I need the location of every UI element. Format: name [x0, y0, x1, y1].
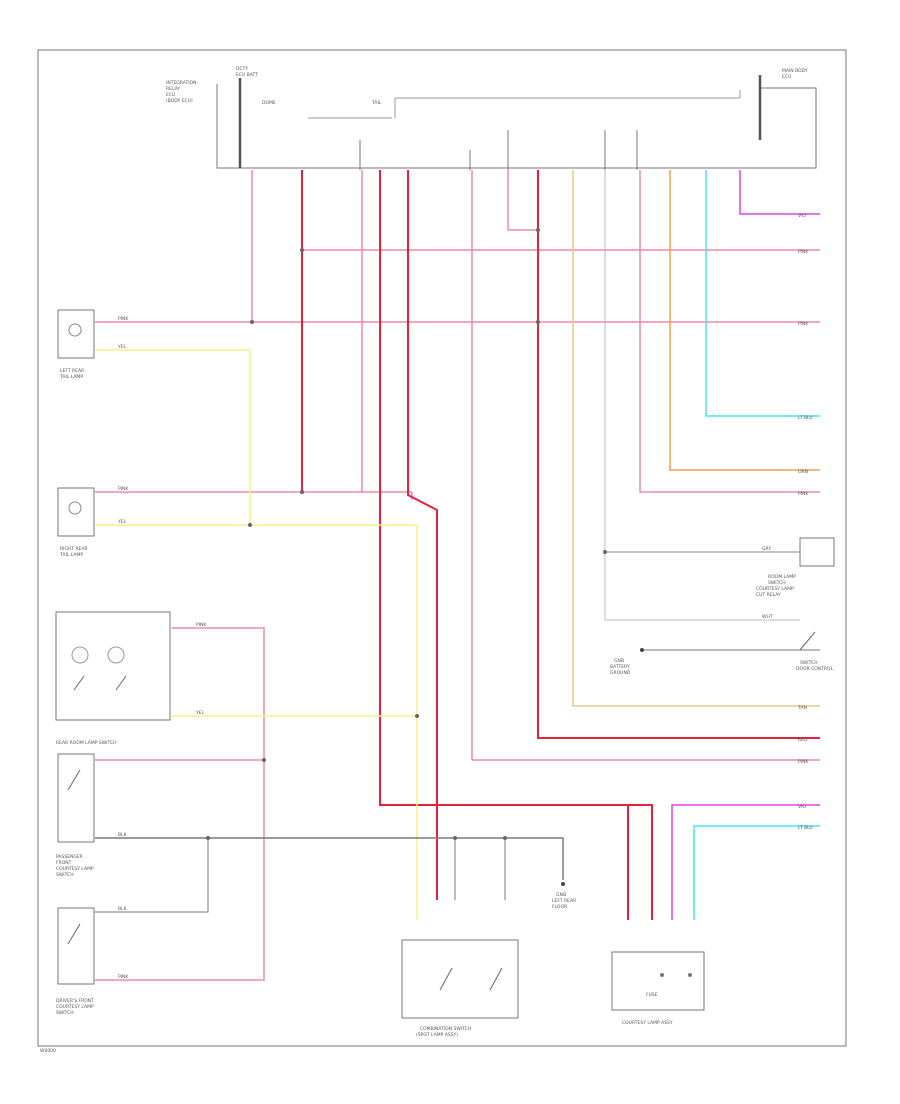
tag-yel-rrl: YEL [117, 519, 127, 525]
tag-gry: GRY [762, 546, 771, 552]
ground-bottom-line2: LEFT REAR [552, 898, 576, 904]
right-switch: SWITCH DOOR CONTROL [640, 631, 834, 672]
magenta-wire-bottom [671, 804, 820, 920]
tag-orn: ORN [798, 469, 808, 475]
courtesy-lamp-assy: FUSE COURTESY LAMP ASSY [611, 951, 705, 1026]
diagram-code: W0000 [40, 1048, 56, 1054]
tag-pink-rrl: PINK [118, 486, 129, 492]
right-switch-line2: DOOR CONTROL [796, 666, 834, 672]
top-ecu-block: INTEGRATION RELAY ECU (BODY ECU) MAIN BO… [166, 66, 817, 169]
tag-ltblu: LT BLU [798, 415, 813, 421]
passenger-switch-line1: PASSENGER [56, 854, 83, 860]
tag-ltblu-2: LT BLU [798, 825, 813, 831]
magenta-wire-top [739, 170, 820, 215]
orange-wire [669, 170, 820, 471]
diagram-frame [37, 49, 847, 1047]
ground-left-line1: GND [614, 658, 625, 664]
ground-bottom: GND LEFT REAR FLOOR [552, 882, 576, 910]
pink-wires [95, 170, 820, 981]
tag-pink-3: PINK [798, 491, 809, 497]
courtesy-lamp-fuse: FUSE [646, 992, 658, 998]
wire-tags: VIO PINK PINK LT BLU ORN PINK TAN RED PI… [117, 213, 813, 980]
right-relay-line4: CUT RELAY [756, 592, 781, 598]
tag-pink-2: PINK [798, 321, 809, 327]
red-wires [301, 170, 820, 920]
ecu-pins [359, 130, 638, 170]
splice-points [206, 228, 607, 840]
top-block-right-line1: MAIN BODY [782, 68, 808, 74]
top-block-left-line1: INTEGRATION [166, 80, 196, 86]
gray-ground-wire [95, 837, 564, 880]
tag-wht: WHT [762, 614, 773, 620]
driver-switch-line3: SWITCH [56, 1010, 74, 1016]
tag-tan: TAN [797, 705, 807, 711]
combination-switch: COMBINATION SWITCH (SPOT LAMP ASSY) [401, 939, 519, 1038]
passenger-switch-line2: FRONT [56, 860, 72, 866]
passenger-switch-line3: COURTESY LAMP [56, 866, 94, 872]
tag-pink-drv: PINK [118, 974, 129, 980]
driver-switch-line2: COURTESY LAMP [56, 1004, 94, 1010]
left-rear-lamp-line1: LEFT REAR [60, 368, 84, 374]
top-label-tail: TAIL [371, 100, 382, 106]
rear-room-lamp: REAR ROOM LAMP SWITCH [55, 611, 171, 746]
tag-vio-2: VIO [798, 804, 806, 810]
tag-blk-2: BLK [118, 906, 128, 912]
top-label-dcty: DCTY [236, 66, 248, 72]
tan-wire [572, 170, 820, 707]
right-relay: ROOM LAMP SWITCH COURTESY LAMP CUT RELAY [756, 537, 835, 598]
ground-bottom-line3: FLOOR [552, 904, 567, 910]
tag-pink-4: PINK [798, 759, 809, 765]
top-block-left-line3: ECU [166, 92, 175, 98]
combination-switch-line1: COMBINATION SWITCH [420, 1026, 471, 1032]
tag-blk: BLK [118, 832, 128, 838]
right-rear-lamp-line2: TAIL LAMP [59, 552, 83, 558]
right-rear-lamp-line1: RIGHT REAR [60, 546, 88, 552]
gray-wire-driver [95, 838, 209, 913]
top-block-left-line2: RELAY [166, 86, 180, 92]
top-label-ecu-batt: ECU BATT [236, 72, 258, 78]
tag-red: RED [798, 737, 808, 743]
tag-yel-room: YEL [195, 710, 205, 716]
left-rear-lamp: LEFT REAR TAIL LAMP [57, 309, 95, 380]
top-block-left-line4: (BODY ECU) [166, 98, 193, 104]
yellow-wires [95, 349, 418, 920]
ground-left-line2: BATTERY [610, 664, 630, 670]
courtesy-lamp-assy-caption: COURTESY LAMP ASSY [622, 1020, 673, 1026]
right-relay-line3: COURTESY LAMP [756, 586, 794, 592]
tag-pink-room: PINK [196, 622, 207, 628]
right-relay-line1: ROOM LAMP [768, 574, 796, 580]
tag-pink-1: PINK [798, 249, 809, 255]
ground-left: GND BATTERY GROUND [610, 658, 631, 676]
combination-switch-line2: (SPOT LAMP ASSY) [416, 1032, 458, 1038]
cyan-wire-top [705, 170, 820, 417]
passenger-switch-line4: SWITCH [56, 872, 74, 878]
tag-vio: VIO [798, 213, 806, 219]
right-rear-lamp: RIGHT REAR TAIL LAMP [57, 487, 95, 558]
top-block-right-line2: ECU [782, 74, 791, 80]
passenger-door-switch: PASSENGER FRONT COURTESY LAMP SWITCH [56, 753, 95, 878]
driver-door-switch: DRIVER'S FRONT COURTESY LAMP SWITCH [56, 907, 95, 1016]
cyan-wire-bottom [693, 825, 820, 920]
tag-pink-lrl: PINK [118, 316, 129, 322]
ground-left-line3: GROUND [610, 670, 631, 676]
ground-bottom-line1: GND [556, 892, 567, 898]
rear-room-lamp-caption: REAR ROOM LAMP SWITCH [56, 740, 117, 746]
lightgray-wire [604, 170, 800, 621]
top-label-dome: DOME [262, 100, 276, 106]
left-rear-lamp-line2: TAIL LAMP [59, 374, 83, 380]
right-switch-line1: SWITCH [800, 660, 818, 666]
tag-yel-lrl: YEL [117, 344, 127, 350]
right-relay-line2: SWITCH [768, 580, 786, 586]
driver-switch-line1: DRIVER'S FRONT [56, 998, 94, 1004]
